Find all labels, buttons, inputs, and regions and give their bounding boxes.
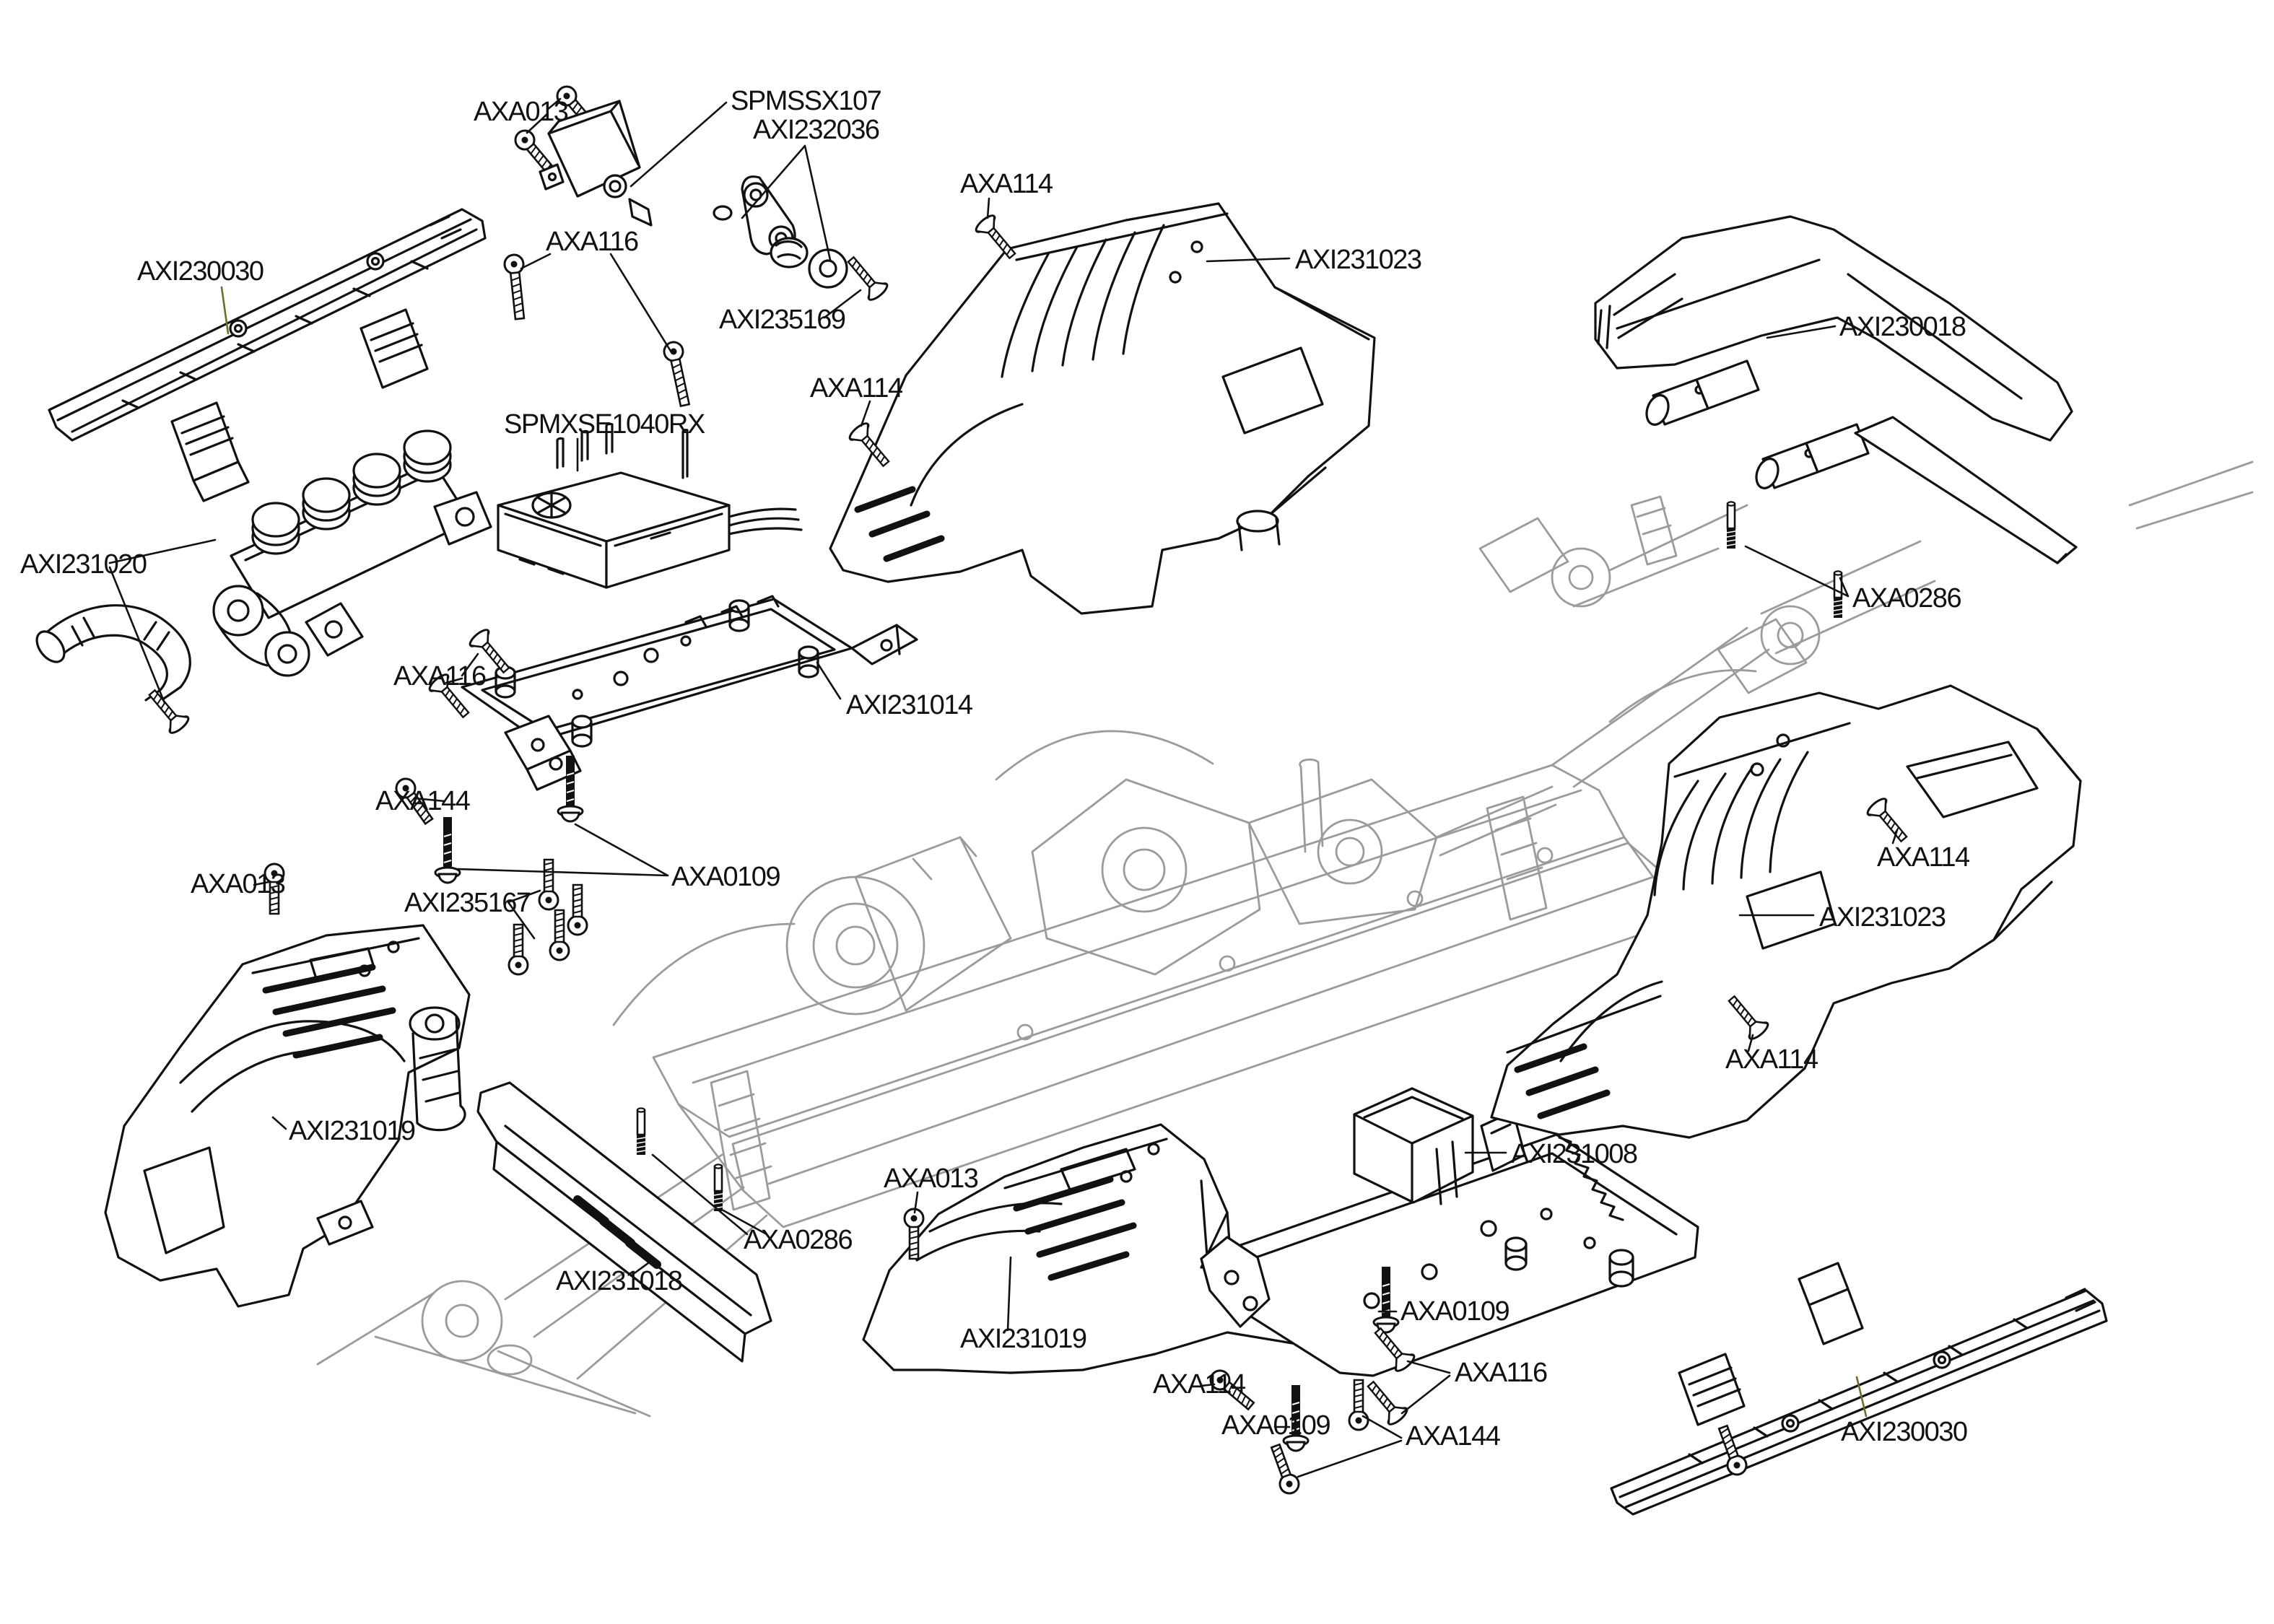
screw-axi235167 xyxy=(549,909,570,961)
part-labels: AXI230030 AXA013 SPMSSX107 AXI232036 AXA… xyxy=(20,86,1971,1451)
screw xyxy=(141,684,192,737)
part-rock-slider-left xyxy=(48,208,487,502)
part-label-axi231023-front: AXI231023 xyxy=(1295,245,1421,275)
screw-axi235167 xyxy=(567,883,588,936)
part-label-axi231020: AXI231020 xyxy=(20,549,147,580)
part-rear-bumper xyxy=(1594,215,2078,564)
wire-bundle xyxy=(728,507,803,536)
slider-mount-leg xyxy=(1798,1262,1864,1345)
ghost-assembled-chassis xyxy=(316,460,2254,1418)
ghost-frame-rail-rear xyxy=(652,764,1626,1138)
part-label-axa013-mid: AXA013 xyxy=(191,869,285,899)
part-label-axi230030-right: AXI230030 xyxy=(1841,1417,1967,1447)
part-label-axa114-right-1: AXA114 xyxy=(1877,842,1970,873)
part-label-axa114-top: AXA114 xyxy=(960,169,1053,199)
part-label-axa114-left: AXA114 xyxy=(810,373,903,403)
antenna xyxy=(681,429,689,479)
part-label-axa116-top: AXA116 xyxy=(546,227,638,257)
ghost-transmission xyxy=(1031,778,1261,976)
part-label-axa114-right-2: AXA114 xyxy=(1725,1044,1818,1075)
pin-axa0286 xyxy=(1725,501,1737,550)
radiator-hose xyxy=(42,604,191,704)
part-label-axi230018: AXI230018 xyxy=(1839,312,1966,342)
part-battery-tray xyxy=(461,595,918,791)
part-electronics-box xyxy=(1353,1087,1526,1205)
screw-axa116 xyxy=(661,339,696,409)
part-label-axi231023-rear: AXI231023 xyxy=(1819,902,1946,933)
leader-lines xyxy=(108,97,1899,1478)
fender-pivot-barrel xyxy=(409,1006,461,1041)
ghost-transfer-case xyxy=(1247,778,1438,925)
part-label-axa114-bot: AXA114 xyxy=(1153,1369,1246,1400)
part-label-axi231018: AXI231018 xyxy=(556,1266,682,1296)
part-label-axa0109-mid: AXA0109 xyxy=(671,862,780,892)
part-label-axi231014: AXI231014 xyxy=(846,690,973,720)
part-label-axa0109-bot2: AXA0109 xyxy=(1221,1410,1330,1441)
part-body-panel-rear xyxy=(1490,684,2082,1139)
screw-axi235169 xyxy=(840,250,891,304)
part-fender-left xyxy=(104,863,471,1308)
slider-mount-leg xyxy=(360,308,429,389)
part-label-axa0286-bot: AXA0286 xyxy=(744,1225,852,1255)
ghost-motor xyxy=(785,876,925,1016)
pin-axa0286 xyxy=(713,1164,724,1213)
part-label-axi230030-left: AXI230030 xyxy=(137,256,263,287)
pin-axa0286 xyxy=(635,1107,647,1156)
screw-axi235167 xyxy=(507,923,529,976)
part-scale-engine xyxy=(35,429,492,737)
part-label-axi231019-bot: AXI231019 xyxy=(960,1324,1086,1354)
part-servo-horn-set xyxy=(713,175,891,304)
part-esc-receiver xyxy=(497,422,803,589)
part-label-axi231019-left: AXI231019 xyxy=(289,1116,415,1146)
part-label-axa013-top: AXA013 xyxy=(474,97,568,127)
part-skid-plate-assembly xyxy=(1200,1087,1699,1377)
part-label-axa144-bot: AXA144 xyxy=(1406,1421,1501,1451)
slider-mount-leg xyxy=(1678,1353,1746,1426)
part-label-axa144-mid: AXA144 xyxy=(375,786,471,816)
part-rock-slider-right xyxy=(1610,1262,2108,1516)
part-label-axa013-bot: AXA013 xyxy=(884,1164,978,1194)
engine-ribbed-cylinders xyxy=(251,429,452,555)
part-servo xyxy=(510,82,653,227)
engine-pulley xyxy=(212,585,264,637)
part-label-axi232036: AXI232036 xyxy=(753,115,879,145)
part-label-spmssx107: SPMSSX107 xyxy=(731,86,881,116)
part-label-axa0109-bot1: AXA0109 xyxy=(1400,1296,1509,1327)
part-label-axi235167: AXI235167 xyxy=(404,888,531,918)
part-label-spmxse1040rx: SPMXSE1040RX xyxy=(504,409,705,440)
servo-saver-cup xyxy=(808,248,848,289)
part-side-step xyxy=(476,1081,772,1363)
part-label-axa0286-right: AXA0286 xyxy=(1852,583,1961,614)
part-label-axi231008: AXI231008 xyxy=(1511,1139,1637,1169)
part-label-axa116-mid: AXA116 xyxy=(393,661,486,691)
screw-axa144 xyxy=(1348,1379,1369,1431)
screw-axi235167 xyxy=(538,858,559,911)
screw-axa0109 xyxy=(434,816,461,884)
part-label-axa116-bot: AXA116 xyxy=(1455,1358,1547,1388)
tray-standoffs xyxy=(495,599,819,748)
part-label-axi235169: AXI235169 xyxy=(719,305,845,335)
screw-axa116 xyxy=(502,253,531,321)
part-body-panel-front xyxy=(829,202,1376,615)
